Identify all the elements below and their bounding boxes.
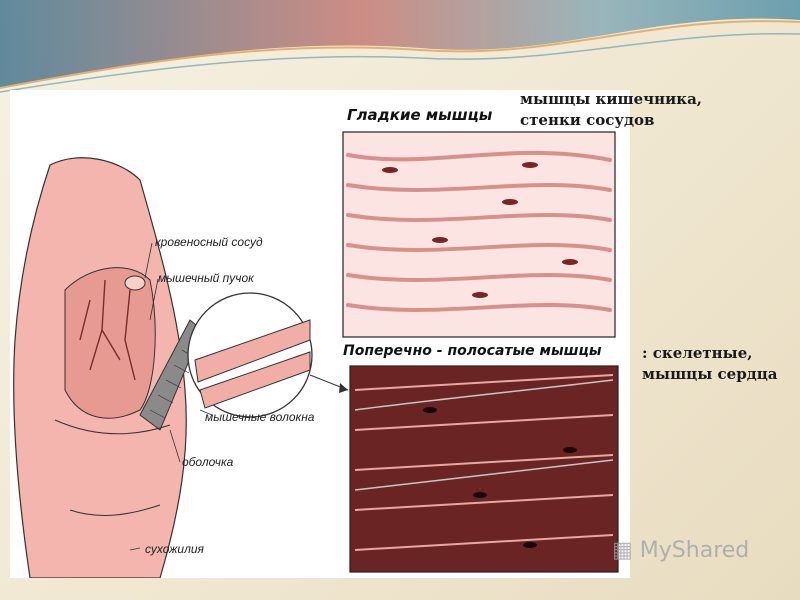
striated-annotation-line-1: : скелетные,: [642, 344, 753, 362]
watermark: ▦ MyShared: [612, 538, 749, 563]
label-muscle-bundle: мышечный пучок: [158, 271, 254, 285]
striated-muscle-annotation: : скелетные, мышцы сердца: [642, 343, 778, 385]
anatomy-drawing: [13, 131, 619, 578]
header-banner: [0, 0, 800, 93]
smooth-muscle-annotation: мышцы кишечника, стенки сосудов: [520, 89, 702, 131]
striated-annotation-line-2: мышцы сердца: [642, 365, 778, 383]
smooth-annotation-line-1: мышцы кишечника,: [520, 90, 703, 108]
muscle-tissue-illustration: кровеносный сосуд мышечный пучок мышечны…: [10, 90, 630, 578]
smooth-annotation-line-2: стенки сосудов: [520, 111, 655, 129]
presentation-icon: ▦: [612, 538, 633, 563]
label-muscle-fibers: мышечные волокна: [205, 410, 315, 424]
label-sheath: оболочка: [182, 455, 234, 469]
watermark-text: MyShared: [639, 538, 750, 563]
smooth-muscle-title: Гладкие мышцы: [347, 106, 493, 124]
label-tendon: сухожилия: [145, 542, 204, 556]
label-blood-vessel: кровеносный сосуд: [155, 235, 263, 249]
striated-muscle-title: Поперечно - полосатые мышцы: [343, 343, 602, 359]
